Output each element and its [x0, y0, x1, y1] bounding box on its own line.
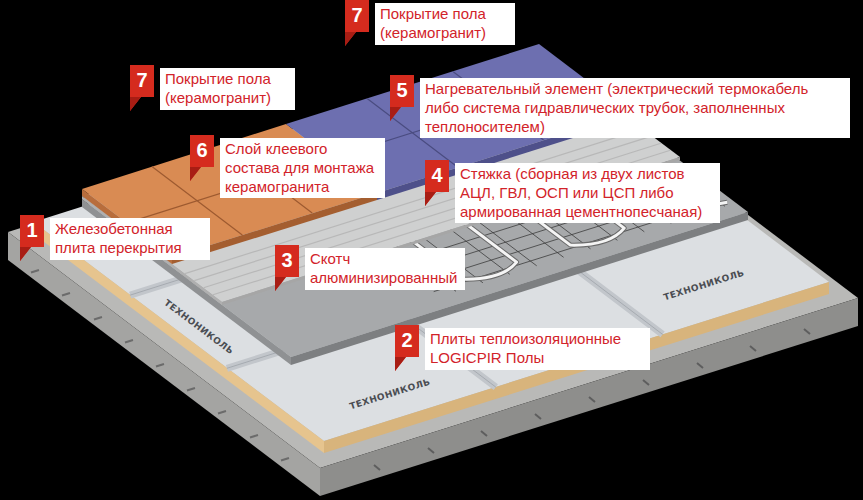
- callout-number: 2: [395, 325, 419, 355]
- callout-badge: 4: [425, 160, 449, 206]
- callout-text: Стяжка (сборная из двух листов АЦЛ, ГВЛ,…: [460, 165, 715, 221]
- badge-flag: [425, 160, 449, 206]
- badge-tail: [390, 107, 401, 121]
- callout-panel: Плиты теплоизоляционные LOGICPIR Полы: [425, 328, 650, 370]
- callout-panel: Нагревательный элемент (электрический те…: [420, 78, 850, 138]
- brand-label-holder: ТЕХНОНИКОЛЬ: [348, 376, 431, 411]
- callout-panel: Стяжка (сборная из двух листов АЦЛ, ГВЛ,…: [455, 163, 720, 223]
- badge-flag: [275, 245, 299, 291]
- callout-badge: 5: [390, 75, 414, 121]
- callout-number: 6: [190, 135, 214, 165]
- callout-text: Железобетонная плита перекрытия: [55, 220, 205, 258]
- callout-panel: Железобетонная плита перекрытия: [50, 218, 210, 260]
- brand-label-holder: ТЕХНОНИКОЛЬ: [162, 298, 235, 357]
- brand-label: ТЕХНОНИКОЛЬ: [662, 267, 745, 302]
- badge-tail: [275, 277, 286, 291]
- concrete-slab: [8, 62, 858, 496]
- callout-number: 4: [425, 160, 449, 190]
- callout-badge: 3: [275, 245, 299, 291]
- callout: 7 Покрытие пола (керамогранит): [345, 0, 515, 46]
- badge-flag: [345, 0, 369, 46]
- badge-tail: [20, 247, 31, 261]
- callout: 6 Слой клеевого состава для монтажа керам…: [190, 135, 385, 198]
- callout-text: Покрытие пола (керамогранит): [165, 70, 290, 108]
- brand-label-holder: ТЕХНОНИКОЛЬ: [662, 267, 745, 302]
- callout: 3 Скотч алюминизированный: [275, 245, 465, 291]
- badge-flag: [395, 325, 419, 371]
- brand-label: ТЕХНОНИКОЛЬ: [162, 298, 235, 357]
- callout-badge: 2: [395, 325, 419, 371]
- callout: 4 Стяжка (сборная из двух листов АЦЛ, ГВЛ…: [425, 160, 720, 223]
- badge-tail: [425, 192, 436, 206]
- callout-text: Нагревательный элемент (электрический те…: [425, 80, 845, 136]
- callout-number: 3: [275, 245, 299, 275]
- callout-panel: Слой клеевого состава для монтажа керамо…: [220, 138, 385, 198]
- callout: 1 Железобетонная плита перекрытия: [20, 215, 210, 261]
- brand-label: ТЕХНОНИКОЛЬ: [348, 376, 431, 411]
- callout-panel: Скотч алюминизированный: [305, 248, 465, 290]
- badge-flag: [130, 65, 154, 111]
- callout-number: 7: [130, 65, 154, 95]
- callout-number: 1: [20, 215, 44, 245]
- callout-number: 5: [390, 75, 414, 105]
- callout-number: 7: [345, 0, 369, 30]
- callout-badge: 1: [20, 215, 44, 261]
- slab-top: [8, 62, 858, 468]
- badge-tail: [190, 167, 201, 181]
- badge-tail: [345, 32, 356, 46]
- badge-tail: [130, 97, 141, 111]
- callout-text: Скотч алюминизированный: [310, 250, 460, 288]
- badge-flag: [190, 135, 214, 181]
- badge-flag: [390, 75, 414, 121]
- callout-badge: 7: [130, 65, 154, 111]
- callout: 5 Нагревательный элемент (электрический т…: [390, 75, 850, 138]
- callout-badge: 6: [190, 135, 214, 181]
- callout-panel: Покрытие пола (керамогранит): [160, 68, 295, 110]
- callout-badge: 7: [345, 0, 369, 46]
- callout-text: Плиты теплоизоляционные LOGICPIR Полы: [430, 330, 645, 368]
- callout: 2 Плиты теплоизоляционные LOGICPIR Полы: [395, 325, 650, 371]
- callout-text: Слой клеевого состава для монтажа керамо…: [225, 140, 380, 196]
- callout: 7 Покрытие пола (керамогранит): [130, 65, 295, 111]
- callout-panel: Покрытие пола (керамогранит): [375, 3, 515, 45]
- callout-text: Покрытие пола (керамогранит): [380, 5, 510, 43]
- badge-flag: [20, 215, 44, 261]
- badge-tail: [395, 357, 406, 371]
